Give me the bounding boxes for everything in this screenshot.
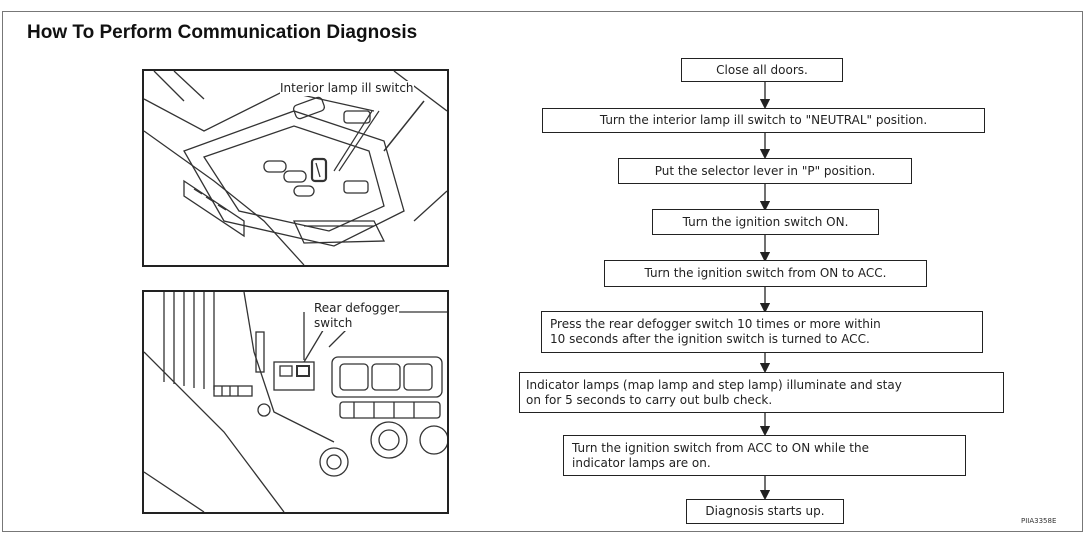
step-diagnosis-starts: Diagnosis starts up. — [686, 499, 844, 524]
step7-line2: on for 5 seconds to carry out bulb check… — [526, 392, 773, 407]
step-interior-lamp-neutral: Turn the interior lamp ill switch to "NE… — [542, 108, 985, 133]
step-ignition-on: Turn the ignition switch ON. — [652, 209, 879, 235]
interior-lamp-photo: Interior lamp ill switch — [142, 69, 449, 267]
rear-defogger-switch-label: Rear defogger switch — [314, 301, 400, 331]
step-press-rear-defogger: Press the rear defogger switch 10 times … — [541, 311, 983, 353]
interior-lamp-ill-switch-label: Interior lamp ill switch — [280, 81, 414, 96]
step6-line1: Press the rear defogger switch 10 times … — [550, 317, 881, 331]
step8-line2: indicator lamps are on. — [572, 455, 711, 470]
rear-defogger-label-line1: Rear defogger — [314, 301, 400, 315]
figure-code: PIIA3358E — [1021, 517, 1057, 525]
rear-defogger-photo: Rear defogger switch — [142, 290, 449, 514]
step6-line2: 10 seconds after the ignition switch is … — [550, 332, 870, 346]
step-indicator-lamps-illuminate: Indicator lamps (map lamp and step lamp)… — [519, 372, 1004, 413]
figure-frame — [2, 11, 1083, 532]
step-ignition-acc-to-on: Turn the ignition switch from ACC to ON … — [563, 435, 966, 476]
step8-line1: Turn the ignition switch from ACC to ON … — [572, 440, 869, 455]
step7-line1: Indicator lamps (map lamp and step lamp)… — [526, 377, 902, 392]
step-ignition-on-to-acc: Turn the ignition switch from ON to ACC. — [604, 260, 927, 287]
step-close-doors: Close all doors. — [681, 58, 843, 82]
rear-defogger-label-line2: switch — [314, 316, 353, 330]
interior-lamp-illustration — [144, 71, 447, 265]
page-title: How To Perform Communication Diagnosis — [27, 22, 418, 43]
step-selector-lever-p: Put the selector lever in "P" position. — [618, 158, 912, 184]
